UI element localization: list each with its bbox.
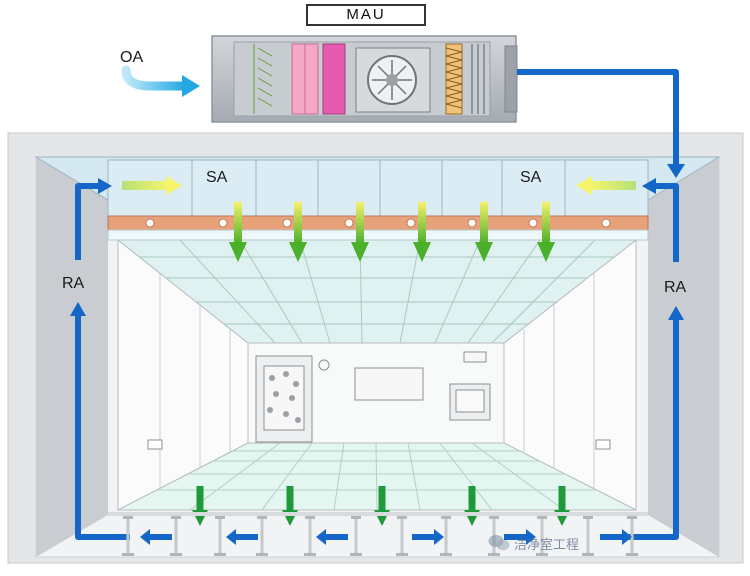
- return-air-chases: [36, 157, 719, 557]
- subfloor-arrow: [316, 529, 348, 545]
- hepa-downflow-arrows: [229, 202, 555, 262]
- wall-clock-icon: [318, 359, 330, 371]
- mau-unit: [211, 35, 518, 123]
- outdoor-air-arrow: [121, 65, 200, 97]
- pedestal: [256, 516, 268, 556]
- pedestal: [396, 516, 408, 556]
- sa-label-left: SA: [206, 169, 228, 186]
- wall-socket-left: [147, 439, 163, 450]
- downflow-arrow: [351, 202, 369, 262]
- pedestal: [582, 516, 594, 556]
- pedestal: [536, 516, 548, 556]
- watermark-text: 洁净室工程: [514, 536, 580, 552]
- downflow-arrow: [475, 202, 493, 262]
- room-interior: [116, 238, 638, 511]
- supply-duct-arrowhead: [667, 164, 685, 178]
- wechat-logo-icon: [488, 535, 510, 551]
- subfloor-arrow: [412, 529, 444, 545]
- watermark: 洁净室工程: [488, 532, 693, 554]
- pedestal: [304, 516, 316, 556]
- hepa-filter-strip: [107, 215, 649, 231]
- downflow-arrow: [229, 202, 247, 262]
- pre-filter-icon: [253, 44, 273, 114]
- supply-plenum: [34, 156, 721, 241]
- heating-coil-icon: [322, 43, 346, 115]
- pedestal: [350, 516, 362, 556]
- wall-window: [354, 367, 424, 401]
- sa-label-right: SA: [520, 169, 542, 186]
- pedestal: [214, 516, 226, 556]
- subfloor-arrow: [226, 529, 258, 545]
- fan-icon: [355, 47, 431, 113]
- medium-filter-icon: [445, 43, 463, 115]
- mau-title: MAU: [306, 4, 426, 26]
- subfloor-arrow: [600, 529, 632, 545]
- pedestal: [170, 516, 182, 556]
- oa-label: OA: [120, 49, 143, 66]
- downflow-arrow: [289, 202, 307, 262]
- pedestal: [440, 516, 452, 556]
- raised-floor-pedestals: [108, 512, 648, 556]
- pedestal: [122, 516, 134, 556]
- supply-duct-arrow: [517, 69, 679, 168]
- pass-box-door: [255, 355, 313, 443]
- downflow-arrow: [413, 202, 431, 262]
- downflow-arrow: [537, 202, 555, 262]
- return-air-left: [75, 183, 130, 540]
- subfloor-arrow: [140, 529, 172, 545]
- wall-socket-right: [595, 439, 611, 450]
- pedestal: [626, 516, 638, 556]
- ra-label-right: RA: [664, 279, 687, 296]
- subfloor-arrow: [504, 529, 536, 545]
- ra-label-left: RA: [62, 275, 85, 292]
- subfloor-return-arrows: [140, 529, 632, 545]
- plenum-supply-arrows: [122, 176, 636, 195]
